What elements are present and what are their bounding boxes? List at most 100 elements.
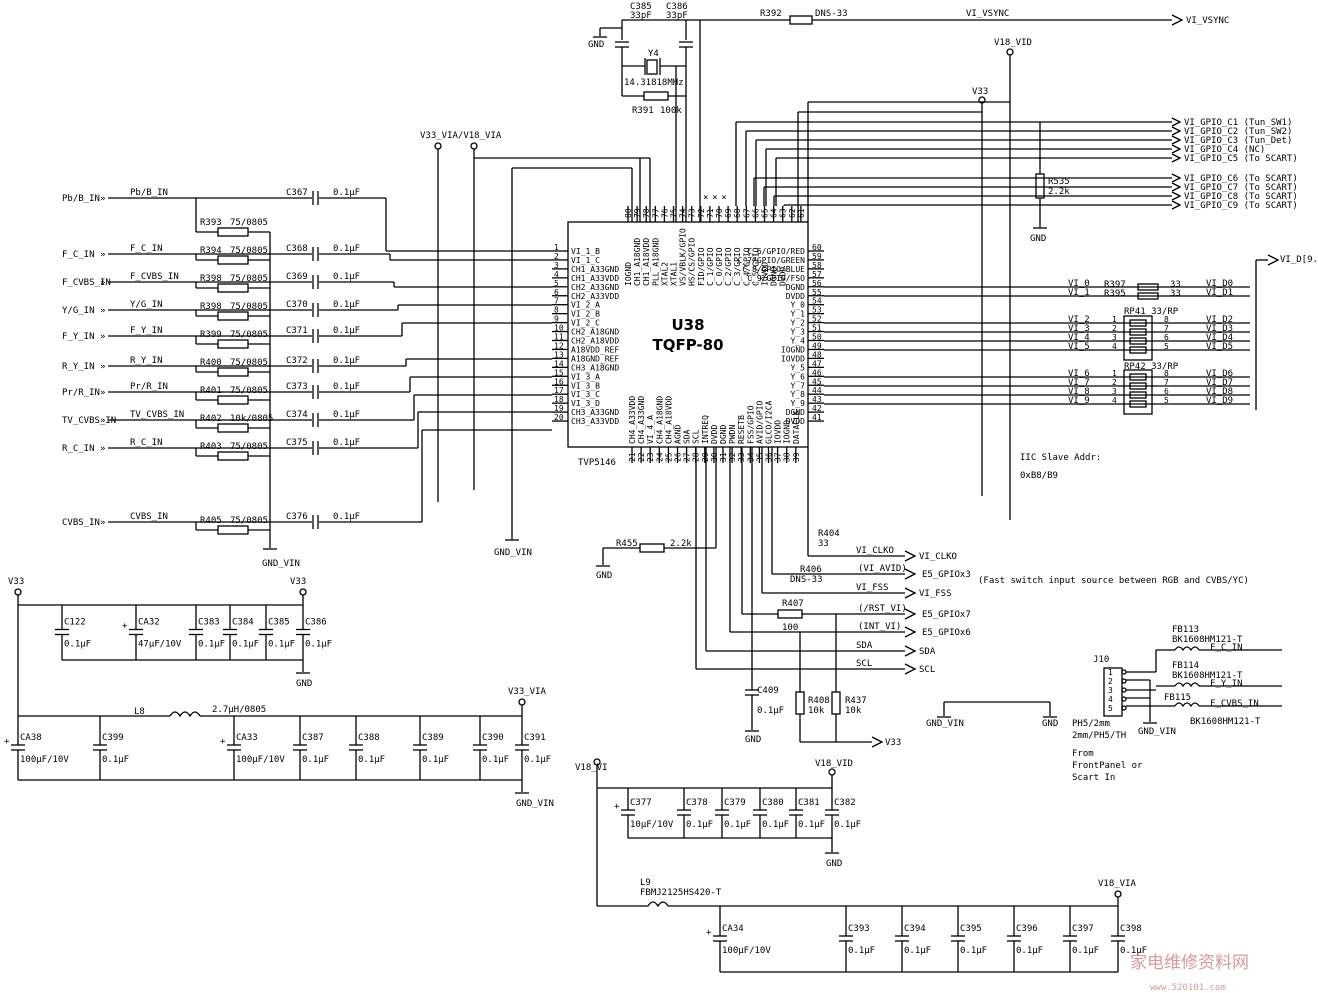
data-bus: VI_D[9..VI_0VI_D0VI_1VI_D1VI_2VI_D218VI_… [824, 254, 1318, 415]
series-resistor [1137, 283, 1159, 291]
cap-ref: C380 [762, 798, 784, 808]
pin-name-top: C_4/GPIO [742, 247, 751, 286]
vsync-net: R392 DNS-33 VI_VSYNC VI_VSYNC [699, 9, 1229, 222]
cap-ref: C373 [286, 382, 308, 392]
cap-val: 0.1μF [834, 820, 861, 830]
input-port-label: Pr/R_IN [62, 388, 100, 398]
vsync-net-label: VI_VSYNC [966, 9, 1009, 19]
r408-ref: R408 [808, 696, 830, 706]
termination-resistor [217, 339, 249, 349]
nc-mark: × [721, 193, 726, 203]
pin-name-top: IOVDD [761, 262, 770, 286]
cap-ref: C390 [482, 733, 504, 743]
cap-val: 0.1μF [198, 640, 225, 650]
pin-number: 20 [554, 413, 564, 422]
pin-number: 73 [688, 208, 697, 218]
resistor-val: 75/0805 [230, 218, 268, 228]
pin-name-left: CH2_A33GND [571, 283, 619, 292]
pin-name-right: Y_2 [791, 319, 806, 328]
pin-number: 29 [701, 452, 710, 462]
r406-val: DNS-33 [790, 575, 823, 585]
cap-ref: C395 [960, 924, 982, 934]
fb115-ref: FB115 [1164, 693, 1191, 703]
pin-number: 47 [812, 359, 822, 368]
j10-pin [1121, 696, 1127, 702]
pin-number: 22 [637, 452, 646, 462]
input-port-arrow: » [100, 194, 105, 204]
rp-pin-b: 5 [1164, 342, 1169, 351]
pin-name-left: CH3_A33GND [571, 408, 619, 417]
gnd-vin-label-1: GND_VIN [494, 548, 532, 558]
input-port-arrow: » [100, 250, 105, 260]
rail-dot [828, 768, 836, 776]
pin-name-right: C_8/GPIO/BLUE [742, 265, 805, 274]
pin-name-bottom: CH4_A18VDD [664, 396, 673, 444]
pin-name-bottom: DGND [719, 425, 728, 444]
scl-port: SCL [919, 665, 935, 675]
rp41-body [1123, 315, 1153, 361]
cap-ref: C386 [305, 618, 327, 628]
cap-ref: C391 [524, 733, 546, 743]
cap-ref: C376 [286, 512, 308, 522]
pin-name-right: C_7/GPIO/GREEN [738, 256, 806, 265]
f-y-in-net: F_Y_IN [1210, 679, 1243, 689]
pin-name-left: VI_1_B [571, 247, 600, 256]
pin-number: 63 [779, 208, 788, 218]
pin-number: 39 [792, 452, 801, 462]
rp-pin-a: 3 [1112, 333, 1117, 342]
pin-name-left: CH1_A33GND [571, 265, 619, 274]
pin-name-left: VI_3_B [571, 381, 600, 390]
data-line-src: VI_8 [1068, 387, 1090, 397]
pin-number: 11 [554, 333, 564, 342]
pin-number: 43 [812, 395, 822, 404]
rp-resistor [1129, 337, 1147, 345]
pin-name-right: C_9/GPIO/FSO [747, 274, 805, 283]
pin-name-top: C_1/GPIO [706, 247, 715, 286]
pin-name-bottom: CH4_A18GND [655, 396, 664, 444]
rp-resistor [1129, 319, 1147, 327]
data-line-dst: VI_D1 [1206, 288, 1233, 298]
pin-name-bottom: PWDN [728, 425, 737, 444]
resistor-ref: R402 [200, 414, 222, 424]
watermark-cn: 家电维修资料网 [1130, 953, 1249, 973]
pin-name-right: Y_7 [791, 381, 806, 390]
cap-ref: C122 [64, 618, 86, 628]
pin-name-bottom: FSS/GPIO [746, 405, 755, 444]
v33-rail-label: V33 [8, 577, 24, 587]
crystal-circuit: GND C385 33pF C386 33pF Y4 14.31818MHz R… [588, 2, 700, 222]
gpio-port-label: VI_GPIO_C7 (To SCART) [1184, 183, 1298, 193]
termination-resistor [217, 227, 249, 237]
gpio-port-label: VI_GPIO_C6 (To SCART) [1184, 174, 1298, 184]
polarity: + [614, 802, 620, 812]
c385-ref: C385 [630, 2, 652, 12]
pin-number: 48 [812, 350, 822, 359]
j10-from-1: From [1072, 749, 1094, 759]
input-net-label: R_Y_IN [130, 356, 163, 366]
data-line-src: VI_7 [1068, 378, 1090, 388]
resistor-val: 75/0805 [230, 516, 268, 526]
pin-number: 67 [742, 208, 751, 218]
cap-val: 100μF/10V [722, 946, 771, 956]
pin-name-right: DVDD [786, 417, 805, 426]
pin-number: 26 [674, 452, 683, 462]
cap-val: 0.1μF [524, 755, 551, 765]
v33-rail-label-2: V33 [290, 577, 306, 587]
data-line-dst: VI_D0 [1206, 279, 1233, 289]
data-line-dst: VI_D5 [1206, 342, 1233, 352]
j10-ref: J10 [1093, 655, 1109, 665]
pin-name-left: VI_3_D [571, 399, 600, 408]
data-line-dst: VI_D9 [1206, 396, 1233, 406]
pin-number: 8 [554, 306, 559, 315]
pin-name-bottom: RESETB [737, 415, 746, 444]
j10-pin-num: 1 [1108, 668, 1113, 677]
pin-name-bottom: DVDD [710, 425, 719, 444]
cap-ref: C399 [102, 733, 124, 743]
cap-ref: C367 [286, 188, 308, 198]
pin-name-bottom: IOVDD [774, 420, 783, 444]
pin-number: 57 [812, 270, 822, 279]
int-vi-net: (INT_VI) [858, 622, 901, 632]
pin-name-left: A18VDD_REF [571, 345, 619, 354]
pin-number: 45 [812, 377, 822, 386]
input-port-label: F_Y_IN [62, 332, 95, 342]
